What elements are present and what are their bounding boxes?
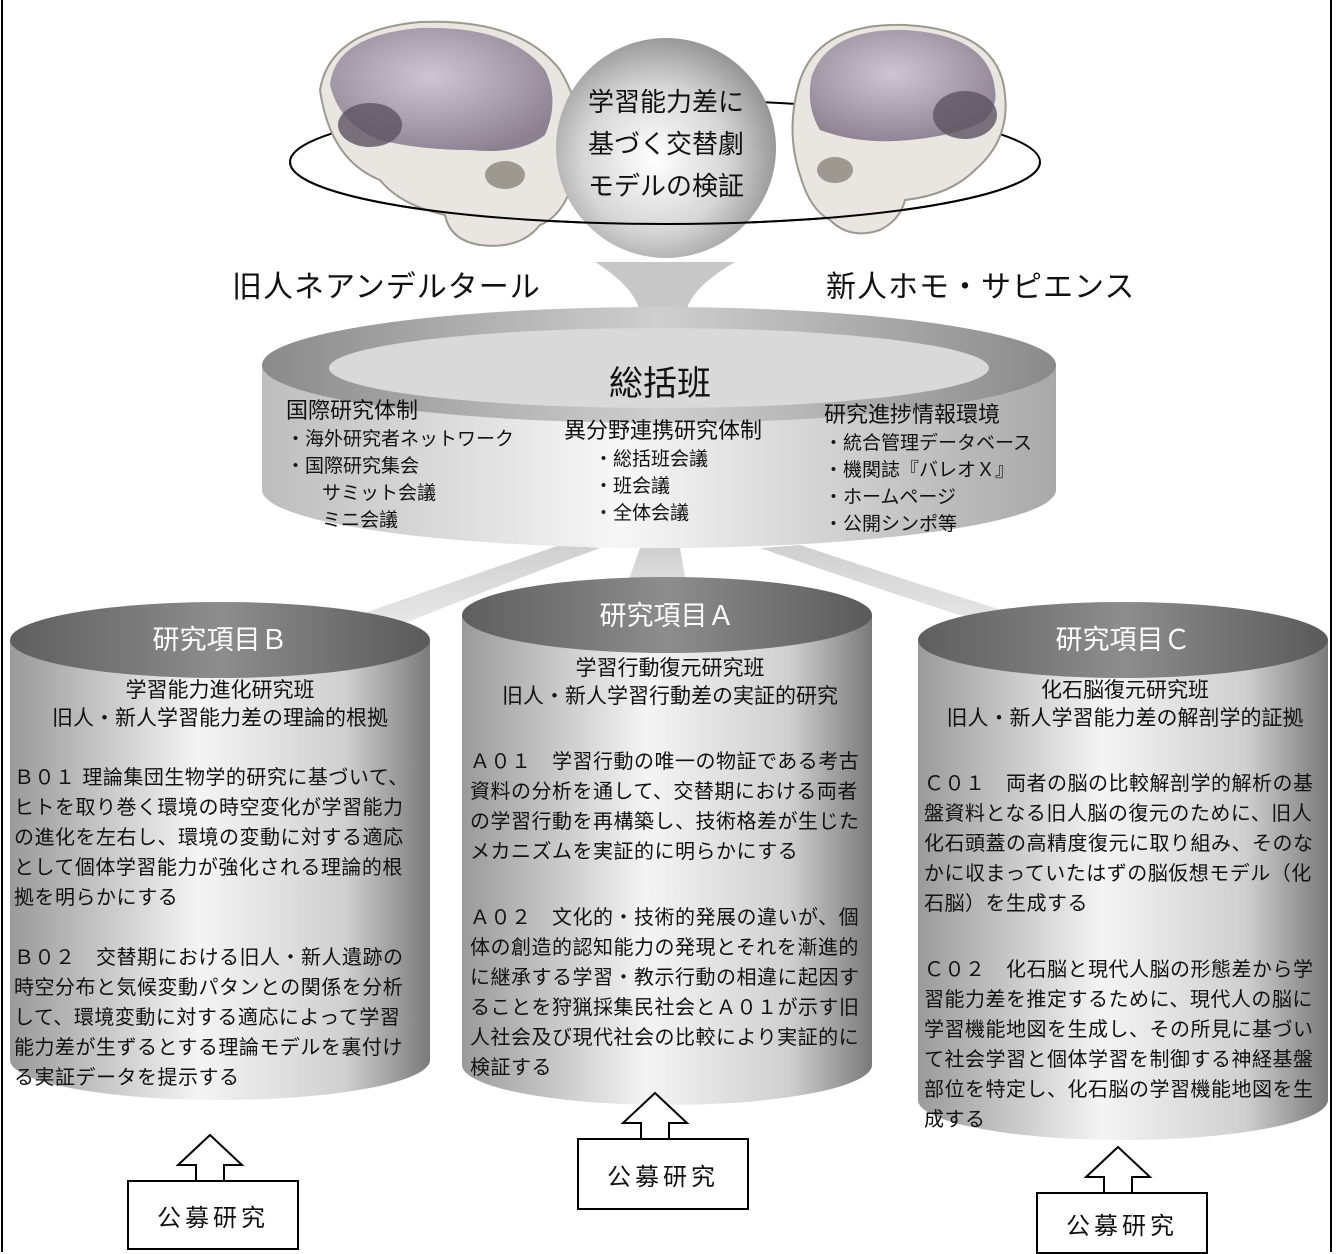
arrow-up-right-icon <box>1083 1145 1153 1195</box>
column-c-c01-line: かに収まっていたはずの脳仮想モデル（化 <box>924 861 1312 885</box>
column-a-heading: 研究項目Ａ <box>599 601 735 632</box>
column-c-content: 化石脳復元研究班 旧人・新人学習能力差の解剖学的証拠 Ｃ０１ 両者の脳の比較解剖… <box>924 676 1326 1134</box>
hub-international: 国際研究体制 ・海外研究者ネットワーク ・国際研究集会 サミット会議 ミニ会議 <box>286 398 566 534</box>
column-c-cylinder <box>918 602 1328 1140</box>
hub-progress-info: 研究進捗情報環境 ・統合管理データベース ・機関誌『バレオＸ』 ・ホームページ … <box>824 402 1064 538</box>
column-a-a02: Ａ０２ 文化的・技術的発展の違いが、個 体の創造的認知能力の発現とそれを漸進的 … <box>470 902 870 1082</box>
hub-international-item-3: サミット会議 <box>322 482 437 504</box>
column-c-c02: Ｃ０２ 化石脳と現代人脳の形態差から学 習能力差を推定するために、現代人の脳に … <box>924 954 1326 1134</box>
column-c-c02-line: 学習機能地図を生成し、その所見に基づい <box>924 1017 1314 1041</box>
column-a-theme: 旧人・新人学習行動差の実証的研究 <box>502 684 838 708</box>
column-c-theme: 旧人・新人学習能力差の解剖学的証拠 <box>946 706 1304 730</box>
hub-cylinder <box>262 307 1056 548</box>
column-a-a01-line: Ａ０１ 学習行動の唯一の物証である考古 <box>470 749 860 773</box>
hub-international-title: 国際研究体制 <box>286 399 419 424</box>
open-call-box-left: 公募研究 <box>127 1180 299 1250</box>
column-a-content: 学習行動復元研究班 旧人・新人学習行動差の実証的研究 Ａ０１ 学習行動の唯一の物… <box>470 654 870 1082</box>
column-a-a02-line: 検証する <box>470 1055 552 1079</box>
column-b-b01-line: Ｂ０１ 理論集団生物学的研究に基づいて、 <box>14 765 409 789</box>
connector-b <box>330 545 600 625</box>
arrow-up-left-icon <box>175 1133 245 1183</box>
sphere-line-3: モデルの検証 <box>587 172 744 202</box>
hub-international-item-4: ミニ会議 <box>322 509 399 531</box>
hub-progress-title: 研究進捗情報環境 <box>824 403 1001 428</box>
column-c-c02-line: て社会学習と個体学習を制御する神経基盤 <box>924 1047 1314 1071</box>
column-a-a02-line: 人社会及び現代社会の比較により実証的に <box>470 1025 860 1049</box>
column-b-theme: 旧人・新人学習能力差の理論的根拠 <box>52 706 388 730</box>
column-a-team: 学習行動復元研究班 <box>575 656 765 680</box>
hub-interdisciplinary-item-1: ・総括班会議 <box>594 448 709 470</box>
column-a-a02-line: Ａ０２ 文化的・技術的発展の違いが、個 <box>470 905 860 929</box>
hub-interdisciplinary: 異分野連携研究体制 ・総括班会議 ・班会議 ・全体会議 <box>564 418 824 527</box>
sapiens-label: 新人ホモ・サピエンス <box>826 270 1136 305</box>
column-c-heading: 研究項目Ｃ <box>1055 625 1191 656</box>
central-sphere <box>556 38 776 258</box>
column-b-b02-line: 時空分布と気候変動パタンとの関係を分析 <box>14 975 404 999</box>
column-b-cylinder <box>10 602 430 1100</box>
column-b-b02-line: Ｂ０２ 交替期における旧人・新人遺跡の <box>14 945 404 969</box>
column-c-c01-line: 化石頭蓋の高精度復元に取り組み、そのな <box>924 831 1314 855</box>
hub-title: 総括班 <box>609 364 711 404</box>
hub-interdisciplinary-title: 異分野連携研究体制 <box>564 419 763 444</box>
hub-progress-item-3: ・ホームページ <box>824 486 957 508</box>
column-b-b01-line: として個体学習能力が強化される理論的根 <box>14 855 403 879</box>
column-c-team: 化石脳復元研究班 <box>1041 678 1209 702</box>
column-c-c01-line: Ｃ０１ 両者の脳の比較解剖学的解析の基 <box>924 771 1314 795</box>
column-a-a01-line: メカニズムを実証的に明らかにする <box>470 839 799 863</box>
sphere-line-1: 学習能力差に <box>587 88 744 118</box>
neanderthal-label: 旧人ネアンデルタール <box>232 270 541 305</box>
sapiens-skull-icon <box>791 23 1007 235</box>
column-a-cylinder <box>462 577 872 1105</box>
neanderthal-skull-icon <box>318 20 581 247</box>
hub-progress-item-4: ・公開シンポ等 <box>824 513 958 535</box>
column-c-c02-line: 成する <box>924 1107 986 1131</box>
open-call-box-center: 公募研究 <box>577 1138 749 1210</box>
hub-interdisciplinary-item-3: ・全体会議 <box>594 502 690 524</box>
hub-progress-item-2: ・機関誌『バレオＸ』 <box>824 459 1015 481</box>
column-b-b02-line: して、環境変動に対する適応によって学習 <box>14 1005 401 1029</box>
column-c-c01-line: 石脳）を生成する <box>924 891 1088 915</box>
column-c-c01-line: 盤資料となる旧人脳の復元のために、旧人 <box>924 801 1313 825</box>
open-call-box-right: 公募研究 <box>1036 1192 1208 1254</box>
sphere-text: 学習能力差に 基づく交替劇 モデルの検証 <box>566 82 766 208</box>
hub-progress-item-1: ・統合管理データベース <box>824 432 1033 454</box>
column-c-c02-line: Ｃ０２ 化石脳と現代人脳の形態差から学 <box>924 957 1314 981</box>
column-b-content: 学習能力進化研究班 旧人・新人学習能力差の理論的根拠 Ｂ０１ 理論集団生物学的研… <box>14 676 426 1092</box>
connector-c <box>760 545 1060 628</box>
column-a-a02-line: 体の創造的認知能力の発現とそれを漸進的 <box>470 935 859 959</box>
column-b-b01-line: ヒトを取り巻く環境の時空変化が学習能力 <box>14 795 404 819</box>
column-b-heading: 研究項目Ｂ <box>152 625 288 656</box>
column-a-a02-line: に継承する学習・教示行動の相違に起因す <box>470 965 860 989</box>
column-c-c02-line: 習能力差を推定するために、現代人の脳に <box>924 987 1313 1011</box>
column-b-b01: Ｂ０１ 理論集団生物学的研究に基づいて、 ヒトを取り巻く環境の時空変化が学習能力… <box>14 762 426 912</box>
column-a-a02-line: ることを狩猟採集民社会とＡ０１が示す旧 <box>470 995 860 1019</box>
column-a-a01-line: の学習行動を再構築し、技術格差が生じた <box>470 809 860 833</box>
orbit-ring-front <box>289 161 1041 225</box>
column-b-b02-line: 能力差が生ずるとする理論モデルを裏付け <box>14 1035 403 1059</box>
column-c-c01: Ｃ０１ 両者の脳の比較解剖学的解析の基 盤資料となる旧人脳の復元のために、旧人 … <box>924 768 1326 918</box>
hub-interdisciplinary-item-2: ・班会議 <box>594 475 671 497</box>
hub-international-item-1: ・海外研究者ネットワーク <box>286 428 515 450</box>
column-b-team: 学習能力進化研究班 <box>125 678 315 702</box>
column-b-b01-line: 拠を明らかにする <box>14 885 179 909</box>
column-c-c02-line: 部位を特定し、化石脳の学習機能地図を生 <box>924 1077 1314 1101</box>
sphere-line-2: 基づく交替劇 <box>587 130 744 160</box>
hub-international-item-2: ・国際研究集会 <box>286 455 420 477</box>
column-b-b02: Ｂ０２ 交替期における旧人・新人遺跡の 時空分布と気候変動パタンとの関係を分析 … <box>14 942 426 1092</box>
column-a-a01: Ａ０１ 学習行動の唯一の物証である考古 資料の分析を通して、交替期における両者 … <box>470 746 870 866</box>
column-b-b02-line: る実証データを提示する <box>14 1065 240 1089</box>
column-b-b01-line: の進化を左右し、環境の変動に対する適応 <box>14 825 404 849</box>
column-a-a01-line: 資料の分析を通して、交替期における両者 <box>470 779 858 803</box>
